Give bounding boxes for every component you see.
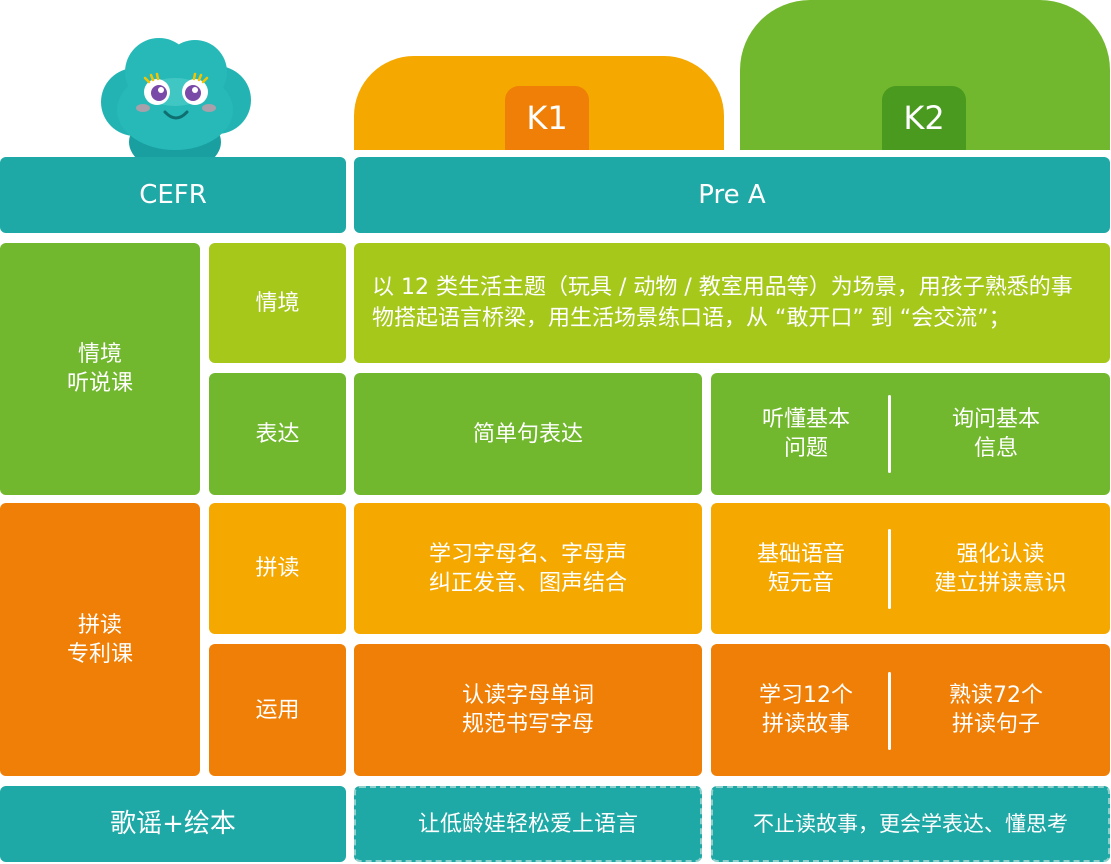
expression-label-cell: 表达	[209, 373, 346, 495]
usage-divider	[888, 672, 891, 750]
expression-k2a-text: 听懂基本 问题	[761, 407, 850, 461]
situational-section: 情境 听说课	[0, 243, 200, 495]
footer-left-cell: 歌谣+绘本	[0, 786, 346, 862]
context-content-cell: 以 12 类生活主题（玩具 / 动物 / 教室用品等）为场景，用孩子熟悉的事物搭…	[354, 243, 1110, 363]
spelling-k1-cell: 学习字母名、字母声 纠正发音、图声结合	[354, 503, 702, 634]
expression-k2b-text: 询问基本 信息	[951, 407, 1040, 461]
footer-left-text: 歌谣+绘本	[110, 808, 236, 839]
k1-badge: K1	[505, 86, 589, 150]
usage-k2b-text: 熟读72个 拼读句子	[949, 683, 1043, 737]
level-label: Pre A	[698, 179, 766, 210]
cefr-label: CEFR	[139, 179, 207, 210]
footer-k1-text: 让低龄娃轻松爱上语言	[417, 811, 638, 837]
spelling-divider	[888, 529, 891, 609]
spelling-k2a-text: 基础语音 短元音	[756, 541, 845, 596]
usage-k1-text: 认读字母单词 规范书写字母	[461, 683, 594, 737]
footer-k2-cell: 不止读故事，更会学表达、懂思考	[711, 786, 1110, 862]
spelling-label: 拼读	[255, 556, 300, 581]
k2-badge: K2	[882, 86, 966, 150]
mascot-eyes	[143, 72, 209, 105]
phonics-section: 拼读 专利课	[0, 503, 200, 776]
expression-label: 表达	[255, 421, 300, 447]
footer-k1-cell: 让低龄娃轻松爱上语言	[354, 786, 702, 862]
spelling-k1-text: 学习字母名、字母声 纠正发音、图声结合	[428, 541, 627, 596]
spelling-k2-cell: 基础语音 短元音 强化认读 建立拼读意识	[711, 503, 1110, 634]
usage-label-cell: 运用	[209, 644, 346, 776]
usage-label: 运用	[255, 697, 300, 723]
phonics-section-title: 拼读 专利课	[66, 612, 133, 667]
cefr-header: CEFR	[0, 157, 346, 233]
expression-divider	[888, 395, 891, 473]
mascot-illustration	[101, 38, 251, 158]
level-header: Pre A	[354, 157, 1110, 233]
context-label: 情境	[255, 290, 300, 316]
usage-k2a-text: 学习12个 拼读故事	[759, 683, 853, 737]
situational-section-title: 情境 听说课	[66, 342, 133, 396]
context-label-cell: 情境	[209, 243, 346, 363]
usage-k2-cell: 学习12个 拼读故事 熟读72个 拼读句子	[711, 644, 1110, 776]
spelling-label-cell: 拼读	[209, 503, 346, 634]
expression-k1-text: 简单句表达	[472, 421, 583, 447]
expression-k1-cell: 简单句表达	[354, 373, 702, 495]
cloud-mascot-body	[101, 38, 251, 158]
usage-k1-cell: 认读字母单词 规范书写字母	[354, 644, 702, 776]
footer-k2-text: 不止读故事，更会学表达、懂思考	[753, 811, 1068, 836]
context-description: 以 12 类生活主题（玩具 / 动物 / 教室用品等）为场景，用孩子熟悉的事物搭…	[372, 275, 1073, 331]
spelling-k2b-text: 强化认读 建立拼读意识	[934, 541, 1067, 596]
expression-k2-cell: 听懂基本 问题 询问基本 信息	[711, 373, 1110, 495]
mascot-mouth	[163, 110, 189, 120]
